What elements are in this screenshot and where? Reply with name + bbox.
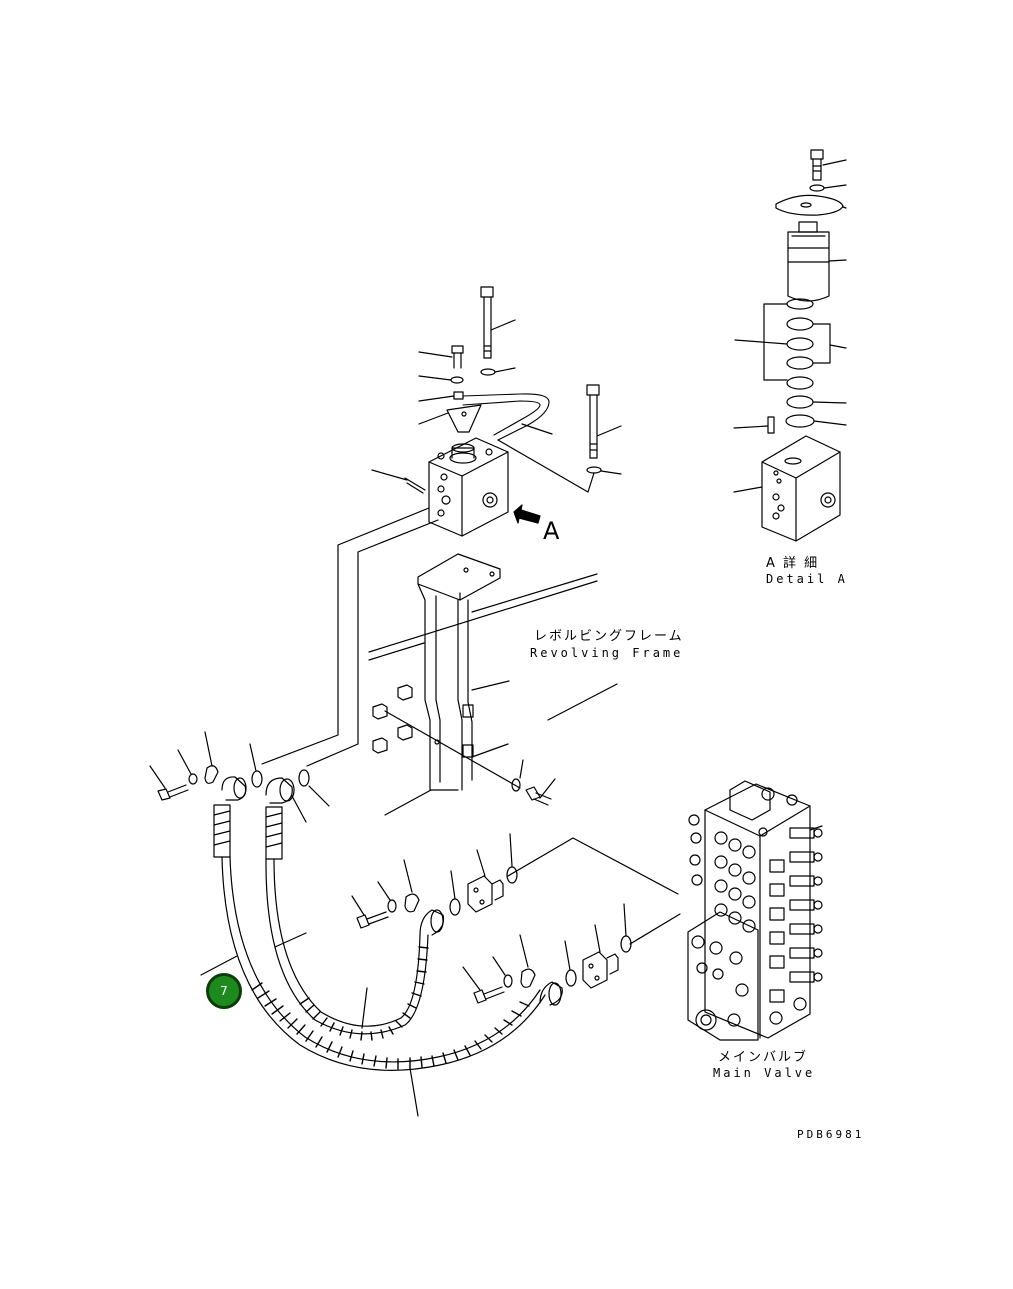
routing-lines: [261, 507, 681, 945]
main-valve-label-en: Main Valve: [713, 1066, 816, 1080]
upper-valve-block: [371, 286, 622, 537]
main-valve-label-jp: メインバルブ: [718, 1050, 809, 1065]
revolving-frame-label-jp: レボルビングフレーム: [534, 629, 684, 644]
detail-a-assembly: [733, 149, 847, 542]
detail-a-label-en: Detail A: [766, 572, 848, 586]
drawing-code: PDB6981: [797, 1128, 865, 1141]
callout-number: 7: [220, 984, 228, 998]
part-callout-7[interactable]: 7: [206, 973, 242, 1009]
left-fittings: [149, 731, 546, 1117]
revolving-frame-label-en: Revolving Frame: [530, 646, 684, 660]
middle-fittings: [351, 833, 632, 1006]
frame-bracket: [368, 553, 618, 816]
view-marker-label: A: [543, 517, 560, 545]
main-valve: [687, 780, 823, 1041]
detail-a-label-jp: A 詳 細: [766, 556, 820, 571]
